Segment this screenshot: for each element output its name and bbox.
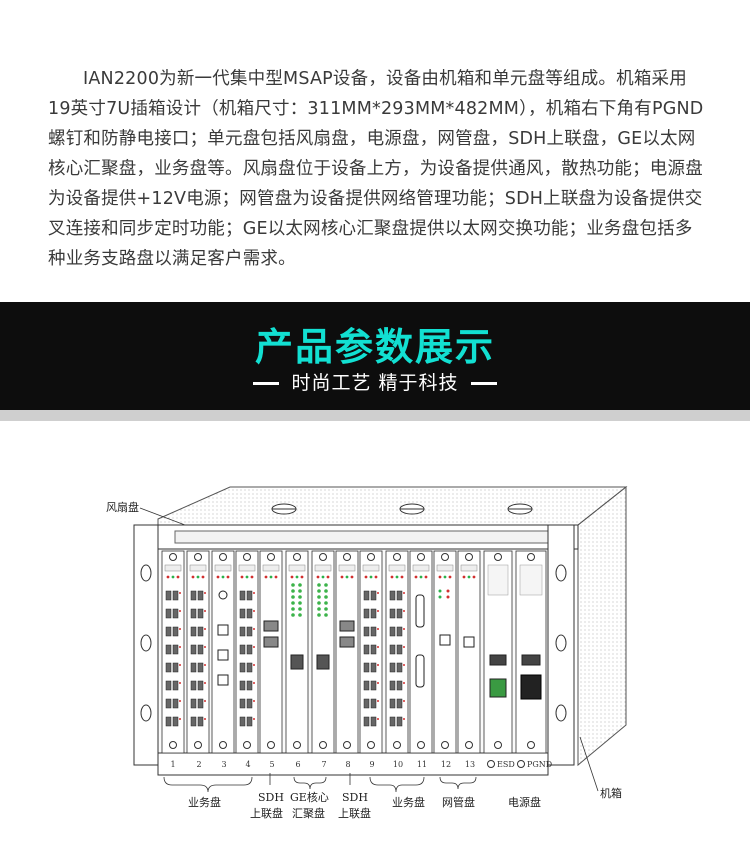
slot-card [335, 550, 359, 754]
slot-numbers: 1 2 3 4 5 6 7 8 9 10 11 12 13 [170, 760, 475, 769]
slot-card [433, 550, 457, 754]
chassis-diagram: 1 2 3 4 5 6 7 8 9 10 11 12 13 ESD PGND 风… [106, 485, 628, 820]
slot-card [259, 550, 283, 754]
slot-number: 7 [321, 760, 326, 769]
sdh-group-2-line2: 上联盘 [338, 806, 371, 820]
cards [161, 550, 547, 754]
slot-card [457, 550, 481, 754]
slot-number: 2 [196, 760, 201, 769]
esd-label: ESD [497, 760, 515, 769]
slot-card [311, 550, 335, 754]
intro-paragraph: IAN2200为新一代集中型MSAP设备，设备由机箱和单元盘等组成。机箱采用19… [48, 69, 704, 269]
sdh-group-2-line1: SDH [342, 791, 368, 804]
banner: 产品参数展示 时尚工艺 精于科技 [0, 302, 750, 410]
chassis-top [157, 486, 628, 526]
service-group-2-label: 业务盘 [392, 795, 425, 809]
left-dash [253, 382, 280, 385]
chassis-side [577, 485, 627, 767]
grounding-labels: ESD PGND [487, 760, 552, 769]
right-dash [470, 382, 497, 385]
ge-group-line1: GE核心 [290, 790, 329, 804]
service-group-1-label: 业务盘 [188, 795, 221, 809]
slot-card [285, 550, 309, 754]
chassis-label: 机箱 [600, 786, 622, 800]
slot-number: 10 [393, 760, 403, 769]
slot-number: 8 [345, 760, 350, 769]
mgmt-group-label: 网管盘 [442, 795, 475, 809]
slot-number: 9 [369, 760, 374, 769]
slot-number: 11 [417, 760, 427, 769]
power-group-label: 电源盘 [508, 795, 541, 809]
sdh-group-1-line2: 上联盘 [250, 806, 283, 820]
ge-group-line2: 汇聚盘 [292, 806, 325, 820]
fan-tray-label: 风扇盘 [106, 500, 139, 514]
banner-title: 产品参数展示 [254, 325, 495, 369]
banner-bottom-strip [0, 410, 750, 421]
slot-number: 5 [269, 760, 274, 769]
slot-number: 3 [221, 760, 226, 769]
banner-subtitle: 时尚工艺 精于科技 [291, 372, 459, 394]
sdh-group-1-line1: SDH [258, 791, 284, 804]
fan-screws [271, 503, 533, 515]
slot-number: 1 [170, 760, 175, 769]
banner-subtitle-row: 时尚工艺 精于科技 [0, 368, 750, 395]
slot-number: 6 [295, 760, 300, 769]
pgnd-label: PGND [527, 760, 552, 769]
slot-number: 12 [441, 760, 451, 769]
slot-number: 4 [245, 760, 250, 769]
slot-card [409, 550, 433, 754]
slot-number: 13 [465, 760, 475, 769]
